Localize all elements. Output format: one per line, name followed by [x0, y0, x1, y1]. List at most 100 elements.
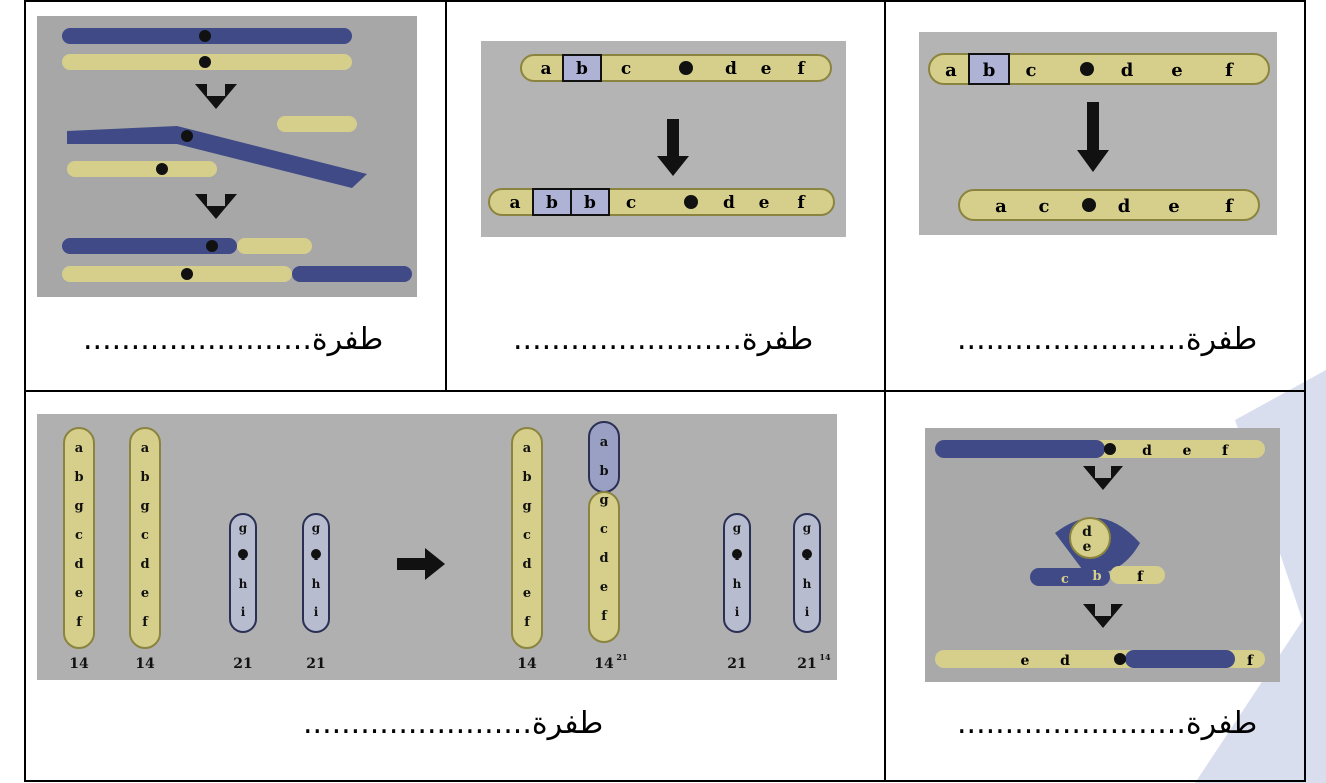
gene-label: e — [523, 586, 531, 601]
chromosome-number-label: 21 — [797, 656, 816, 672]
gene-label: i — [735, 605, 740, 619]
gene-label: i — [805, 549, 810, 563]
centromere — [802, 549, 812, 559]
centromere — [311, 549, 321, 559]
gene-label: e — [1168, 196, 1179, 217]
chromosome — [723, 513, 751, 633]
translocation-svg — [62, 28, 412, 282]
inversion-diagram: d e f d e c b f e d f — [925, 428, 1280, 682]
translocation-diagram — [37, 16, 417, 297]
gene-label: d — [140, 557, 149, 572]
gene-label: c — [523, 528, 531, 543]
chromosome — [588, 491, 620, 643]
deletion-bottom-genes: a c d e f — [995, 196, 1234, 217]
duplication-svg: a b c d e f a b b c d e f — [488, 54, 835, 216]
gene-label: g — [239, 521, 248, 535]
gene-label: h — [803, 577, 812, 591]
gene-label: e — [1021, 653, 1030, 669]
gene-label: a — [600, 435, 609, 450]
gene-label: i — [805, 605, 810, 619]
chromosome — [793, 513, 821, 633]
gene-label: i — [314, 549, 319, 563]
centromere — [732, 549, 742, 559]
inversion-svg: d e f d e c b f e d f — [935, 440, 1265, 669]
gene-label: a — [141, 441, 150, 456]
gene-label: c — [600, 522, 608, 537]
gene-label: d — [74, 557, 83, 572]
duplication-bottom-genes: a b b c d e f — [509, 193, 806, 213]
gene-label: f — [76, 615, 83, 630]
gene-label: e — [75, 586, 83, 601]
gene-label: f — [797, 59, 806, 79]
centromere — [238, 549, 248, 559]
gene-label: f — [1222, 443, 1229, 459]
gene-label: a — [995, 196, 1007, 217]
gene-label: e — [1183, 443, 1192, 459]
duplication-top-genes: a b c d e f — [540, 59, 806, 79]
inversion-bottom-genes: e d f — [1021, 653, 1254, 669]
gene-label: d — [1060, 653, 1070, 669]
deletion-svg: a b c d e f a c d e f — [928, 53, 1270, 221]
divider-horizontal — [24, 390, 1306, 392]
gene-label: a — [540, 59, 551, 79]
gene-label: c — [626, 193, 636, 213]
chromosome-number-label: 14 — [69, 656, 89, 672]
gene-label: c — [621, 59, 631, 79]
gene-label: g — [140, 499, 149, 514]
inversion-middle-genes: d e c b f — [1061, 524, 1144, 587]
divider-top-left — [445, 0, 447, 390]
gene-label: b — [584, 193, 596, 213]
chromosome-number-label: 21 — [233, 656, 252, 672]
gene-label: d — [522, 557, 531, 572]
gene-label: c — [141, 528, 149, 543]
caption-bottom-right: طفرة........................ — [957, 706, 1258, 741]
gene-label: g — [599, 493, 608, 508]
gene-label: a — [75, 441, 84, 456]
chromosome — [63, 427, 95, 649]
gene-label: f — [797, 193, 806, 213]
gene-label: d — [725, 59, 737, 79]
gene-label: b — [74, 470, 83, 485]
gene-label: a — [945, 60, 957, 81]
gene-label: e — [141, 586, 149, 601]
gene-label: c — [1061, 572, 1069, 587]
chromosome-number-superscript: 14 — [819, 652, 831, 662]
gene-label: g — [803, 521, 812, 535]
gene-label: f — [142, 615, 149, 630]
chromosome — [511, 427, 543, 649]
deletion-top-genes: a b c d e f — [945, 60, 1234, 81]
gene-label: e — [759, 193, 770, 213]
gene-label: e — [600, 580, 608, 595]
gene-label: f — [1247, 653, 1254, 669]
gene-label: i — [241, 549, 246, 563]
chromosome — [229, 513, 257, 633]
gene-label: h — [239, 577, 248, 591]
chromosome — [302, 513, 330, 633]
gene-label: g — [733, 521, 742, 535]
gene-label: a — [509, 193, 520, 213]
gene-label: d — [1118, 196, 1131, 217]
gene-label: b — [522, 470, 531, 485]
gene-label: f — [1137, 569, 1144, 585]
inversion-top-genes: d e f — [1142, 443, 1229, 459]
gene-label: i — [735, 549, 740, 563]
gene-label: b — [1092, 569, 1101, 584]
gene-label: g — [74, 499, 83, 514]
chromosome-number-label: 21 — [306, 656, 325, 672]
gene-label: d — [1082, 524, 1092, 540]
chromosome-number-label: 14 — [135, 656, 155, 672]
chromosome-arm — [588, 421, 620, 493]
gene-label: c — [1026, 60, 1037, 81]
gene-label: f — [1225, 60, 1234, 81]
caption-top-left: طفرة........................ — [83, 322, 384, 357]
caption-top-middle: طفرة........................ — [513, 322, 814, 357]
chromosome-number-label: 14 — [594, 656, 614, 672]
gene-label: d — [1121, 60, 1134, 81]
gene-label: e — [1171, 60, 1182, 81]
gene-label: h — [733, 577, 742, 591]
gene-label: b — [546, 193, 558, 213]
gene-label: i — [241, 605, 246, 619]
chromosome-number-superscript: 21 — [616, 652, 627, 662]
gene-label: f — [524, 615, 531, 630]
